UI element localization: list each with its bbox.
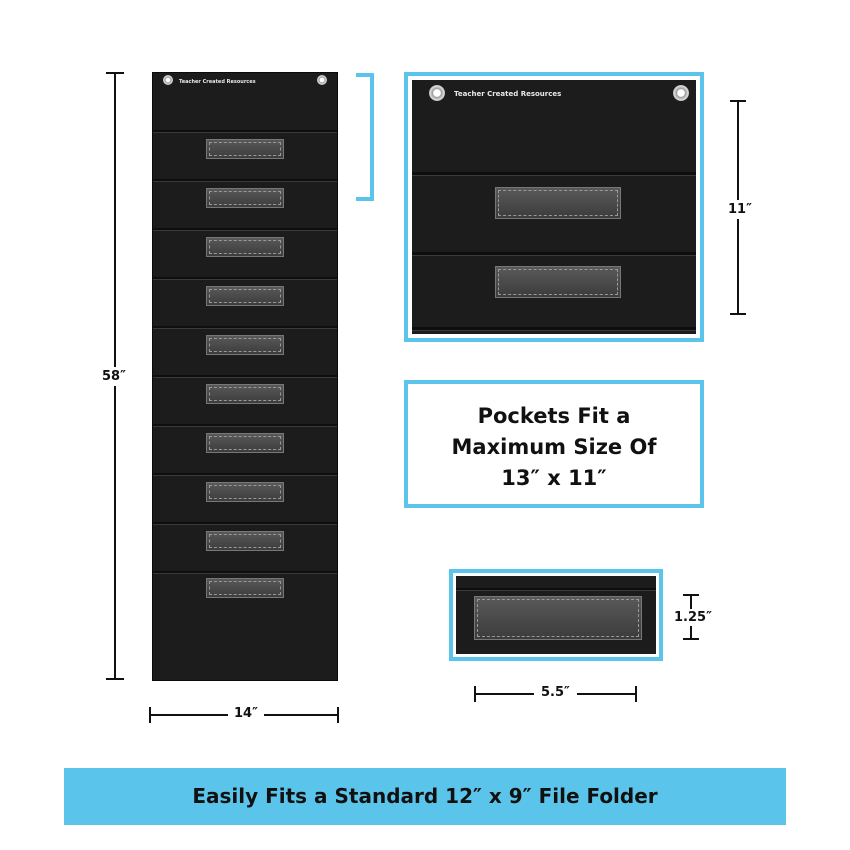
pocket-divider (153, 424, 337, 426)
pocket-card-slot (206, 188, 284, 208)
brand-label: Teacher Created Resources (179, 79, 256, 85)
pocket-size-callout: Pockets Fit a Maximum Size Of 13″ x 11″ (404, 380, 704, 508)
card-height-cap-bottom (683, 638, 699, 640)
grommet-left (163, 75, 173, 85)
pocket-card-slot (206, 531, 284, 551)
card-height-cap-top (683, 594, 699, 596)
zoomed-card-slot (495, 266, 621, 298)
zoomed-divider (412, 172, 696, 175)
tall-pocket-chart: Teacher Created Resources (152, 72, 338, 681)
file-folder-banner: Easily Fits a Standard 12″ x 9″ File Fol… (64, 768, 786, 825)
pocket-card-slot (206, 286, 284, 306)
callout-line-3: 13″ x 11″ (501, 466, 607, 490)
height-dimension-label: 58″ (101, 367, 127, 386)
section-bracket (356, 73, 374, 201)
small-height-cap-bottom (730, 313, 746, 315)
zoomed-divider (412, 327, 696, 330)
small-height-dimension-label: 11″ (727, 200, 753, 219)
width-dimension-cap-right (337, 707, 339, 723)
pocket-divider (153, 277, 337, 279)
pocket-divider (153, 179, 337, 181)
grommet-left-large (429, 85, 445, 101)
pocket-card-slot (206, 384, 284, 404)
card-pocket (456, 576, 656, 654)
banner-text: Easily Fits a Standard 12″ x 9″ File Fol… (192, 784, 658, 808)
pocket-card-slot (206, 139, 284, 159)
brand-label-large: Teacher Created Resources (454, 90, 562, 98)
card-pocket-top-edge (456, 588, 656, 590)
pocket-divider (153, 522, 337, 524)
card-slot-detail (474, 596, 642, 640)
zoomed-pocket-chart: Teacher Created Resources (412, 80, 696, 334)
pocket-divider (153, 571, 337, 573)
pocket-divider (153, 473, 337, 475)
height-dimension-cap-bottom (106, 678, 124, 680)
pocket-card-slot (206, 482, 284, 502)
small-height-cap-top (730, 100, 746, 102)
pocket-divider (153, 228, 337, 230)
card-width-cap-right (635, 686, 637, 702)
card-width-dimension-label: 5.5″ (534, 685, 577, 700)
zoomed-section-frame: Teacher Created Resources (404, 72, 704, 342)
grommet-right (317, 75, 327, 85)
height-dimension-cap-top (106, 72, 124, 74)
pocket-card-slot (206, 578, 284, 598)
pocket-divider (153, 375, 337, 377)
card-pocket-frame (449, 569, 663, 661)
callout-line-2: Maximum Size Of (451, 435, 657, 459)
card-width-cap-left (474, 686, 476, 702)
callout-line-1: Pockets Fit a (477, 404, 631, 428)
pocket-card-slot (206, 433, 284, 453)
pocket-card-slot (206, 237, 284, 257)
pocket-divider (153, 326, 337, 328)
width-dimension-cap-left (149, 707, 151, 723)
pocket-card-slot (206, 335, 284, 355)
grommet-right-large (673, 85, 689, 101)
card-height-dimension-label: 1.25″ (673, 609, 713, 626)
zoomed-divider (412, 252, 696, 255)
zoomed-card-slot (495, 187, 621, 219)
width-dimension-label: 14″ (228, 706, 264, 721)
pocket-divider (153, 130, 337, 132)
